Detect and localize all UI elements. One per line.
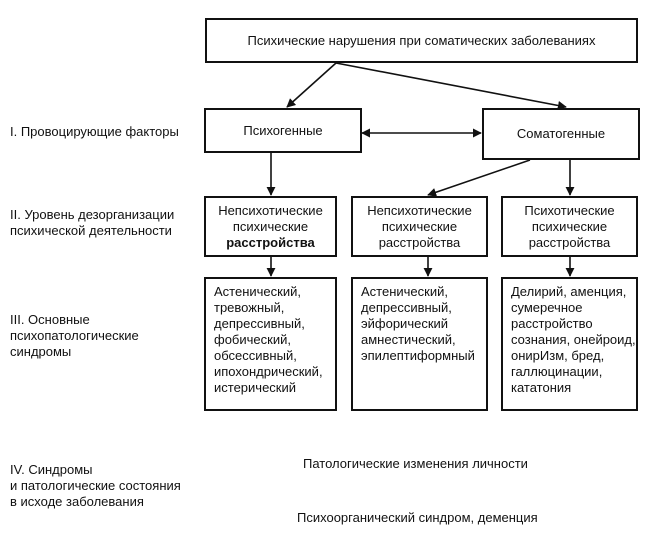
- syndrome-2-line-4: амнестический,: [361, 332, 456, 347]
- outcome-psychoorganic-text: Психоорганический синдром, деменция: [297, 510, 538, 525]
- disorder-2-line-1: Непсихотические: [367, 202, 472, 218]
- arrow-title-to-psychogenic: [286, 62, 337, 108]
- disorder-1-line-2: психические: [232, 218, 309, 234]
- psychogenic-box: Психогенные: [204, 108, 362, 153]
- disorder-box-2: Непсихотические психические расстройства: [351, 196, 488, 257]
- disorder-3-line-1: Психотические: [524, 202, 615, 218]
- syndrome-box-1: Астенический, тревожный, депрессивный, ф…: [204, 277, 337, 411]
- syndrome-1-line-2: тревожный,: [214, 300, 285, 315]
- syndrome-3-line-3: расстройство: [511, 316, 593, 331]
- syndrome-2-line-5: эпилептиформный: [361, 348, 475, 363]
- somatogenic-box: Соматогенные: [482, 108, 640, 160]
- level-4-line-1: IV. Синдромы: [10, 462, 93, 477]
- syndrome-3-line-6: галлюцинации,: [511, 364, 603, 379]
- outcome-personality-text: Патологические изменения личности: [303, 456, 528, 471]
- disorder-1-line-3: расстройства: [226, 234, 315, 250]
- disorder-1-line-1: Непсихотические: [218, 202, 323, 218]
- level-2-line-1: II. Уровень дезорганизации: [10, 207, 175, 222]
- disorder-box-3: Психотические психические расстройства: [501, 196, 638, 257]
- level-3-line-3: синдромы: [10, 344, 72, 359]
- title-box: Психические нарушения при соматических з…: [205, 18, 638, 63]
- arrow-somatogenic-to-disorder-2: [427, 159, 531, 197]
- syndrome-3-line-4: сознания, онейроид,: [511, 332, 636, 347]
- psychogenic-text: Психогенные: [243, 122, 323, 138]
- syndrome-1-line-4: фобический,: [214, 332, 291, 347]
- level-4-label: IV. Синдромы и патологические состояния …: [10, 462, 181, 510]
- syndrome-1-line-3: депрессивный,: [214, 316, 305, 331]
- level-3-label: III. Основные психопатологические синдро…: [10, 312, 139, 360]
- title-text: Психические нарушения при соматических з…: [247, 32, 596, 48]
- level-2-label: II. Уровень дезорганизации психической д…: [10, 207, 174, 239]
- syndrome-1-line-1: Астенический,: [214, 284, 301, 299]
- level-3-line-2: психопатологические: [10, 328, 139, 343]
- syndrome-3-line-2: сумеречное: [511, 300, 583, 315]
- disorder-3-line-2: психические: [531, 218, 608, 234]
- arrow-title-to-somatogenic: [335, 62, 567, 110]
- syndrome-2-line-3: эйфорический: [361, 316, 449, 331]
- level-1-label: I. Провоцирующие факторы: [10, 124, 179, 140]
- syndrome-box-3: Делирий, аменция, сумеречное расстройств…: [501, 277, 638, 411]
- level-2-line-2: психической деятельности: [10, 223, 172, 238]
- level-4-line-3: в исходе заболевания: [10, 494, 144, 509]
- level-4-line-2: и патологические состояния: [10, 478, 181, 493]
- disorder-3-line-3: расстройства: [528, 234, 611, 250]
- syndrome-2-line-2: депрессивный,: [361, 300, 452, 315]
- syndrome-3-line-1: Делирий, аменция,: [511, 284, 627, 299]
- syndrome-box-2: Астенический, депрессивный, эйфорический…: [351, 277, 488, 411]
- syndrome-3-line-5: онирИзм, бред,: [511, 348, 605, 363]
- syndrome-2-line-1: Астенический,: [361, 284, 448, 299]
- disorder-2-line-3: расстройства: [378, 234, 461, 250]
- disorder-2-line-2: психические: [381, 218, 458, 234]
- syndrome-3-line-7: кататония: [511, 380, 572, 395]
- syndrome-1-line-6: ипохондрический,: [214, 364, 323, 379]
- level-1-line-1: I. Провоцирующие факторы: [10, 124, 179, 139]
- level-3-line-1: III. Основные: [10, 312, 90, 327]
- syndrome-1-line-5: обсессивный,: [214, 348, 297, 363]
- somatogenic-text: Соматогенные: [516, 126, 606, 141]
- disorder-box-1: Непсихотические психические расстройства: [204, 196, 337, 257]
- syndrome-1-line-7: истерический: [214, 380, 297, 395]
